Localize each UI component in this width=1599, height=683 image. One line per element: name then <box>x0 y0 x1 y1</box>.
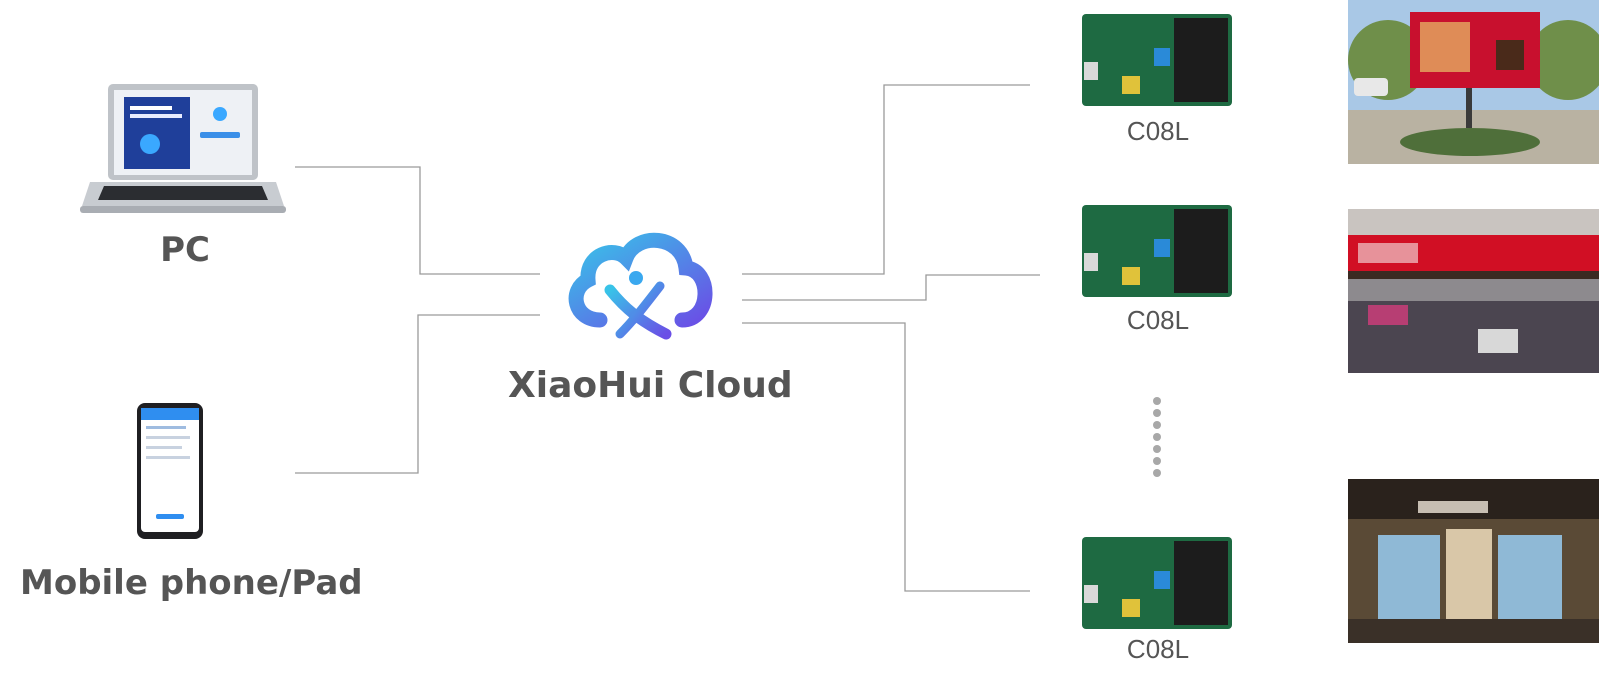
mobile-device <box>136 402 206 547</box>
mall-window-display-photo <box>1348 479 1599 643</box>
wire-pc-to-cloud <box>295 166 540 275</box>
controller-board-icon <box>1082 537 1232 629</box>
ellipsis-vertical-icon <box>1153 397 1161 477</box>
cloud-hub <box>562 228 716 349</box>
storefront-sign-photo <box>1348 209 1599 373</box>
wire-cloud-to-card-1 <box>742 84 1030 275</box>
card-2-label: C08L <box>1126 305 1190 335</box>
mobile-label: Mobile phone/Pad <box>20 563 363 603</box>
hub-label: XiaoHui Cloud <box>508 365 793 406</box>
controller-card-3 <box>1082 537 1232 634</box>
card-1-label: C08L <box>1126 116 1190 146</box>
card-3-label: C08L <box>1126 634 1190 664</box>
wire-mobile-to-cloud <box>295 314 540 474</box>
smartphone-icon <box>137 403 203 539</box>
controller-card-1 <box>1082 14 1232 111</box>
wire-cloud-to-card-3 <box>742 322 1030 592</box>
controller-board-icon <box>1082 14 1232 106</box>
laptop-icon <box>80 84 286 213</box>
controller-card-2 <box>1082 205 1232 302</box>
wire-cloud-to-card-2 <box>742 274 1040 301</box>
pc-device <box>80 82 286 223</box>
outdoor-billboard-photo <box>1348 0 1599 164</box>
controller-board-icon <box>1082 205 1232 297</box>
cloud-logo-icon <box>568 232 713 340</box>
pc-label: PC <box>160 230 210 270</box>
